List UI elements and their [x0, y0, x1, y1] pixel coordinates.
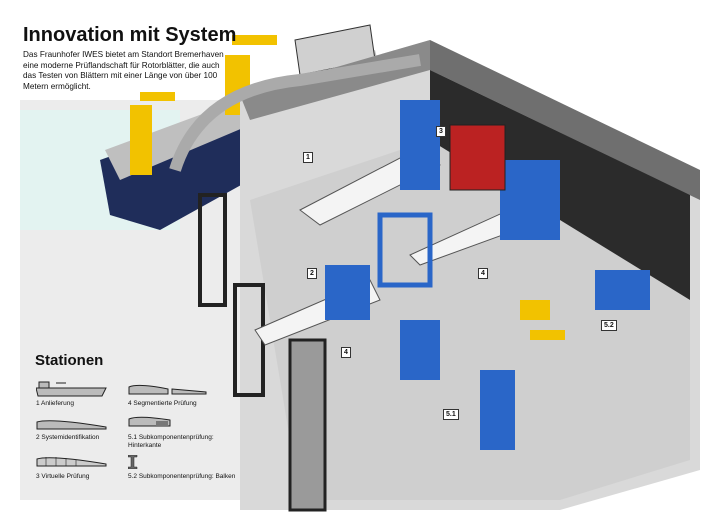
station-marker-3: 3	[436, 126, 446, 137]
legend-item-1: 1 Anlieferung	[36, 400, 74, 407]
station-marker-4a: 4	[341, 347, 351, 358]
page-title: Innovation mit System	[23, 24, 237, 46]
test-rigs	[325, 100, 650, 450]
station-marker-1: 1	[303, 152, 313, 163]
station-marker-2: 2	[307, 268, 317, 279]
trailing-edge-icon	[128, 416, 171, 427]
legend-item-2: 2 Systemidentifikation	[36, 434, 100, 441]
legend-item-5-1: 5.1 Subkomponentenprüfung: Hinterkante	[128, 434, 214, 449]
beam-icon	[128, 455, 138, 469]
legend-title: Stationen	[35, 352, 104, 369]
station-marker-5-1: 5.1	[443, 409, 459, 420]
station-marker-4b: 4	[478, 268, 488, 279]
blade-mesh-icon	[36, 457, 107, 467]
station-marker-5-2: 5.2	[601, 320, 617, 331]
ship-icon	[36, 381, 107, 397]
segmented-blade-icon	[128, 384, 207, 395]
intro-text: Das Fraunhofer IWES bietet am Standort B…	[23, 50, 224, 91]
legend-item-5-2: 5.2 Subkomponentenprüfung: Balken	[128, 473, 236, 480]
legend-item-3: 3 Virtuelle Prüfung	[36, 473, 90, 480]
blade-icon	[36, 420, 107, 430]
legend-item-4: 4 Segmentierte Prüfung	[128, 400, 197, 407]
